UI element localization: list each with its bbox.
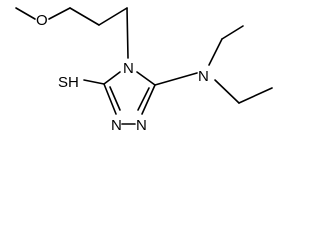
methoxypropyl-chain: [15, 7, 129, 59]
triazole-ring: [103, 71, 156, 125]
atom-nitrogen-amine: N: [198, 68, 209, 85]
bond-ch2-ch2-1: [69, 7, 100, 26]
bond-n4-c3: [103, 71, 121, 85]
diethylamino-group: [154, 25, 273, 104]
bond-ch2-ch2-2: [98, 7, 128, 26]
atom-oxygen: O: [36, 12, 48, 29]
bond-n4-c5: [136, 71, 156, 86]
bond-ethyl2-ch3: [238, 87, 273, 104]
bond-o-ch2: [48, 7, 71, 20]
bond-ethyl1-ch3: [221, 25, 244, 40]
bond-c3-sh: [83, 79, 105, 85]
bond-methyl-o: [15, 7, 36, 20]
bond-c3-n2: [103, 83, 117, 115]
bond-ch2-n-ring: [126, 7, 129, 59]
atom-thiol: SH: [58, 74, 79, 91]
atom-nitrogen-ring: N: [123, 60, 134, 77]
bond-n-ethyl2-ch2: [214, 79, 240, 104]
atom-nitrogen-n1: N: [136, 117, 147, 134]
atom-nitrogen-n2: N: [111, 117, 122, 134]
chemical-structure-diagram: O N N SH N N: [15, 7, 273, 134]
bond-c5-n-amine: [154, 72, 198, 86]
bond-n-ethyl1-ch2: [208, 38, 223, 66]
bond-c5-n1: [141, 84, 156, 115]
bond-c5-n1-inner: [137, 87, 150, 111]
bond-c3-n2-inner: [109, 86, 121, 111]
